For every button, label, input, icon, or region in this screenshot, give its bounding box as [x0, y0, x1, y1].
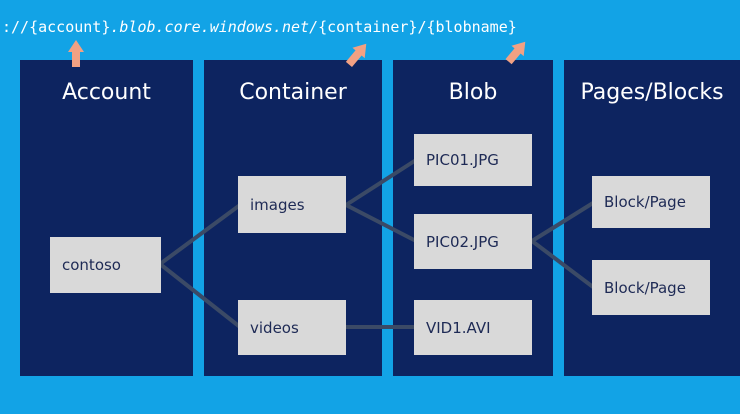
node-block-page-2: Block/Page [592, 260, 710, 315]
url-template: ://{account}.blob.core.windows.net/{cont… [2, 18, 517, 36]
column-title-account: Account [62, 80, 151, 105]
node-vid1: VID1.AVI [414, 300, 532, 355]
node-contoso: contoso [50, 237, 161, 293]
node-videos: videos [238, 300, 346, 355]
url-domain: .blob.core.windows.net [110, 18, 310, 36]
node-images: images [238, 176, 346, 233]
url-separator-1: / [309, 18, 319, 36]
column-title-blob: Blob [448, 80, 498, 105]
url-separator-2: / [417, 18, 427, 36]
column-title-pages-blocks: Pages/Blocks [580, 80, 724, 105]
url-blobname: {blobname} [426, 18, 517, 36]
node-pic02: PIC02.JPG [414, 214, 532, 269]
column-title-container: Container [239, 80, 347, 105]
node-block-page-1: Block/Page [592, 176, 710, 228]
url-account: {account} [29, 18, 111, 36]
url-container: {container} [318, 18, 418, 36]
column-account: Account [20, 60, 193, 376]
url-prefix: :// [2, 18, 30, 36]
node-pic01: PIC01.JPG [414, 134, 532, 186]
